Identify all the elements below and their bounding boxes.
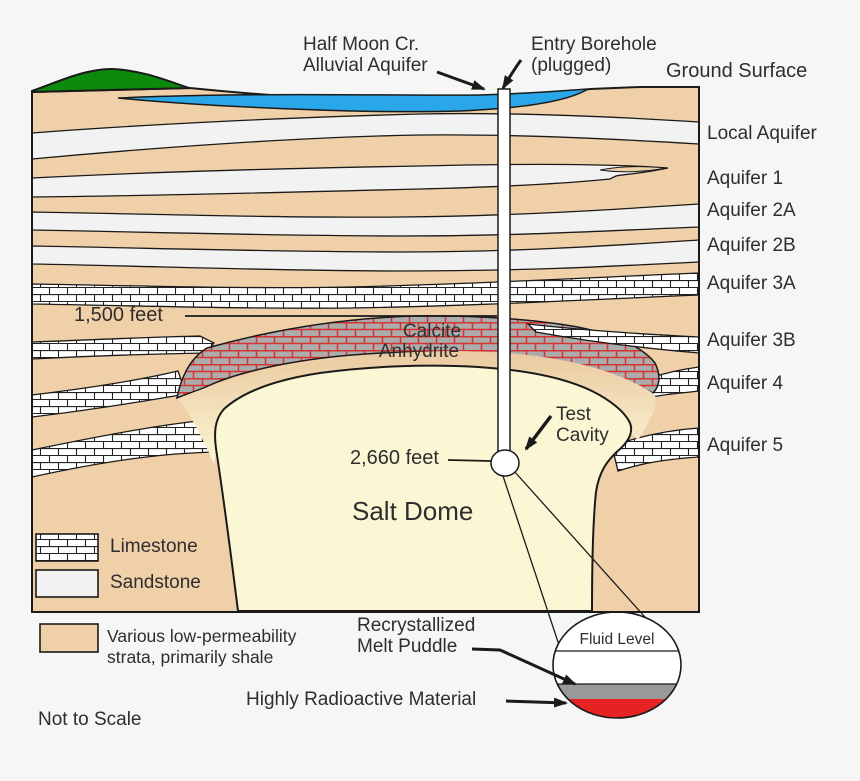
melt-puddle-band xyxy=(553,684,681,699)
aquifer-label-local: Local Aquifer xyxy=(707,123,817,144)
aquifer-label-3a: Aquifer 3A xyxy=(707,273,796,294)
entry-borehole-label-line2: (plugged) xyxy=(531,54,612,76)
cavity-inset xyxy=(552,611,682,719)
test-cavity-label-line1: Test xyxy=(556,404,591,425)
alluvial-aquifer-water xyxy=(117,88,589,113)
legend-swatch-shale xyxy=(39,623,99,653)
surface-hill xyxy=(31,67,190,94)
recrystallized-label-line1: Recrystallized xyxy=(357,615,476,636)
melt-puddle-arrow xyxy=(471,647,577,686)
test-cavity-arrow xyxy=(524,414,553,451)
test-cavity-shape xyxy=(490,449,520,477)
entry-borehole-label: Entry Borehole (plugged) xyxy=(531,34,657,76)
half-moon-arrow xyxy=(436,70,486,91)
legend-label-sandstone: Sandstone xyxy=(110,572,201,593)
entry-borehole-arrow xyxy=(501,59,523,90)
legend-swatch-limestone xyxy=(35,533,99,562)
legend-label-shale: Various low-permeability strata, primari… xyxy=(107,626,297,667)
aquifer-label-4: Aquifer 4 xyxy=(707,373,784,394)
calcite-label: Calcite xyxy=(402,321,462,342)
legend-label-limestone: Limestone xyxy=(110,536,198,557)
depth-2660-line xyxy=(447,459,492,462)
recrystallized-label-line2: Melt Puddle xyxy=(357,635,458,657)
depth-1500-label: 1,500 feet xyxy=(74,304,163,326)
salt-dome-label: Salt Dome xyxy=(352,496,474,526)
radioactive-material-label: Highly Radioactive Material xyxy=(246,689,477,710)
aquifer-label-3b: Aquifer 3B xyxy=(707,330,796,351)
radioactive-arrow xyxy=(505,697,568,708)
not-to-scale-label: Not to Scale xyxy=(38,709,142,730)
half-moon-label-line1: Half Moon Cr. xyxy=(303,34,420,55)
magnifier-line-left xyxy=(501,472,561,649)
depth-2660-label: 2,660 feet xyxy=(350,447,439,469)
legend-swatch-sandstone xyxy=(35,569,99,598)
entry-borehole-label-line1: Entry Borehole xyxy=(531,34,657,55)
aquifer-label-2b: Aquifer 2B xyxy=(707,235,796,256)
calcite-caprock xyxy=(175,315,660,400)
ground-surface-label: Ground Surface xyxy=(666,60,808,82)
salt-dome-body xyxy=(214,364,633,612)
test-cavity-label-line2: Cavity xyxy=(556,424,609,446)
half-moon-aquifer-label: Half Moon Cr. Alluvial Aquifer xyxy=(303,34,428,76)
entry-borehole-shaft xyxy=(497,88,511,453)
aquifer-label-2a: Aquifer 2A xyxy=(707,200,796,221)
aquifer-label-1: Aquifer 1 xyxy=(707,168,784,189)
recrystallized-melt-puddle-label: Recrystallized Melt Puddle xyxy=(357,615,476,657)
half-moon-label-line2: Alluvial Aquifer xyxy=(303,54,428,76)
aquifer-1-shale-sliver xyxy=(599,166,667,173)
anhydrite-label: Anhydrite xyxy=(378,341,460,362)
section-border xyxy=(31,87,700,613)
test-cavity-label: Test Cavity xyxy=(556,404,609,446)
aquifer-label-5: Aquifer 5 xyxy=(707,435,784,456)
fluid-level-label: Fluid Level xyxy=(579,631,655,648)
